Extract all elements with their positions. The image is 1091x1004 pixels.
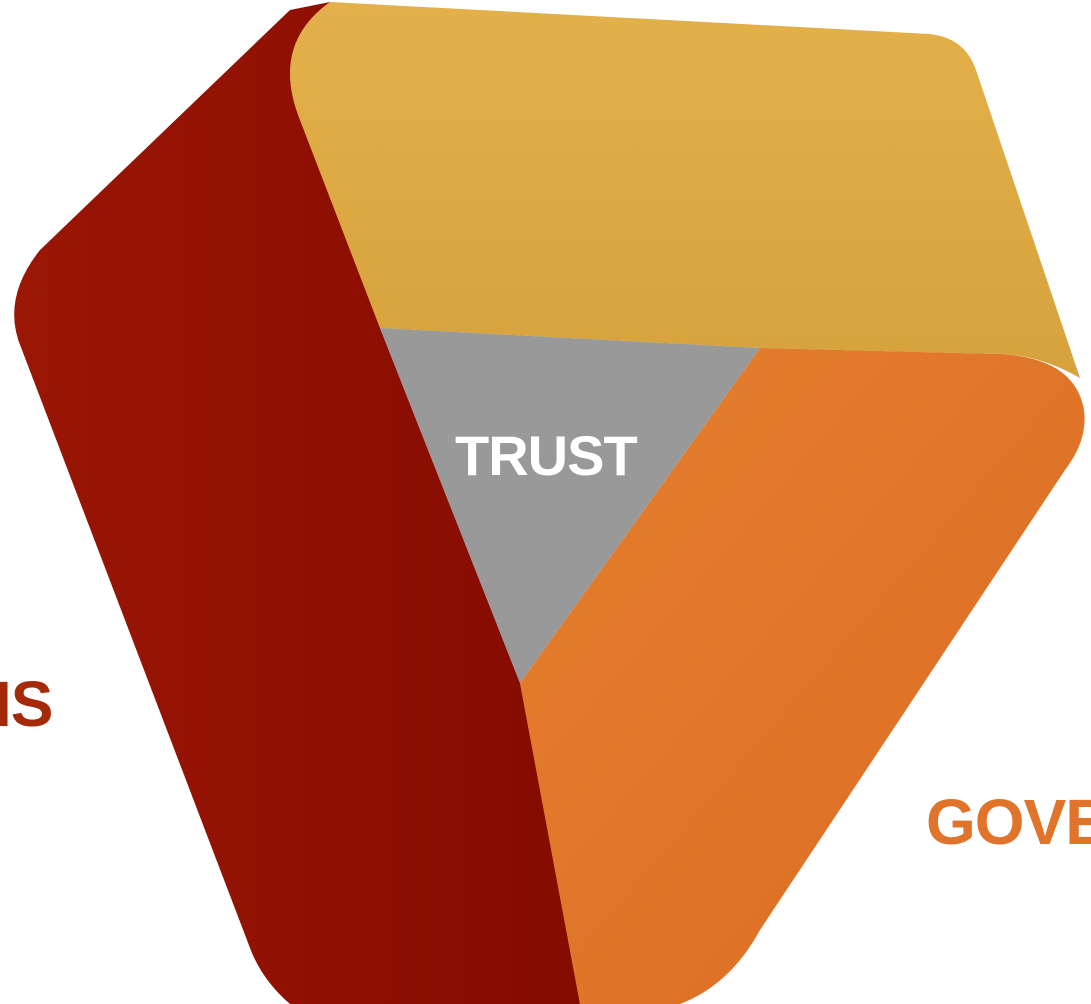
top-panel — [290, 2, 1080, 378]
center-label: TRUST — [455, 424, 638, 487]
right-panel — [520, 348, 1085, 1004]
left-label: IS — [0, 668, 53, 740]
center-triangle — [380, 328, 760, 683]
left-panel — [14, 2, 581, 1004]
right-label: GOVE — [926, 786, 1091, 858]
